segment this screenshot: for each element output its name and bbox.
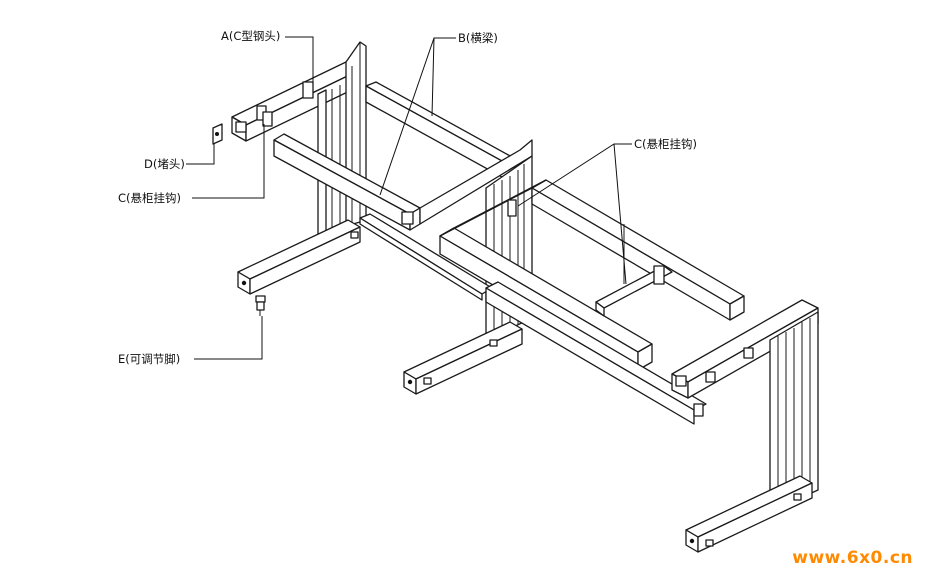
label-end-cap: D(堵头)	[144, 157, 185, 171]
right-desk-frame	[439, 179, 745, 371]
part-labels: A(C型钢头) B(横梁) C(悬柜挂钩) D(堵头) C(悬柜挂钩) E(可调…	[118, 29, 697, 366]
label-c-steel-head: A(C型钢头)	[221, 29, 280, 43]
label-adjustable-foot: E(可调节脚)	[118, 352, 180, 366]
leader-d	[186, 144, 215, 165]
leader-e	[194, 316, 263, 360]
end-cap-part	[212, 123, 223, 145]
label-cabinet-hook-right: C(悬柜挂钩)	[634, 137, 697, 151]
label-crossbeam: B(横梁)	[458, 31, 498, 45]
leader-lines	[186, 36, 632, 360]
label-cabinet-hook-left: C(悬柜挂钩)	[118, 191, 181, 205]
leader-c-left	[192, 124, 265, 199]
leader-a	[285, 36, 314, 84]
lower-hanging-rail	[359, 213, 493, 301]
adjustable-foot-part	[255, 295, 266, 316]
watermark-text: www.6x0.cn	[792, 548, 913, 568]
right-leg-frame	[671, 299, 819, 553]
right-lower-rail	[485, 281, 707, 425]
left-leg-frame	[231, 41, 367, 295]
front-crossbeam	[273, 133, 421, 231]
back-crossbeam	[365, 81, 533, 189]
